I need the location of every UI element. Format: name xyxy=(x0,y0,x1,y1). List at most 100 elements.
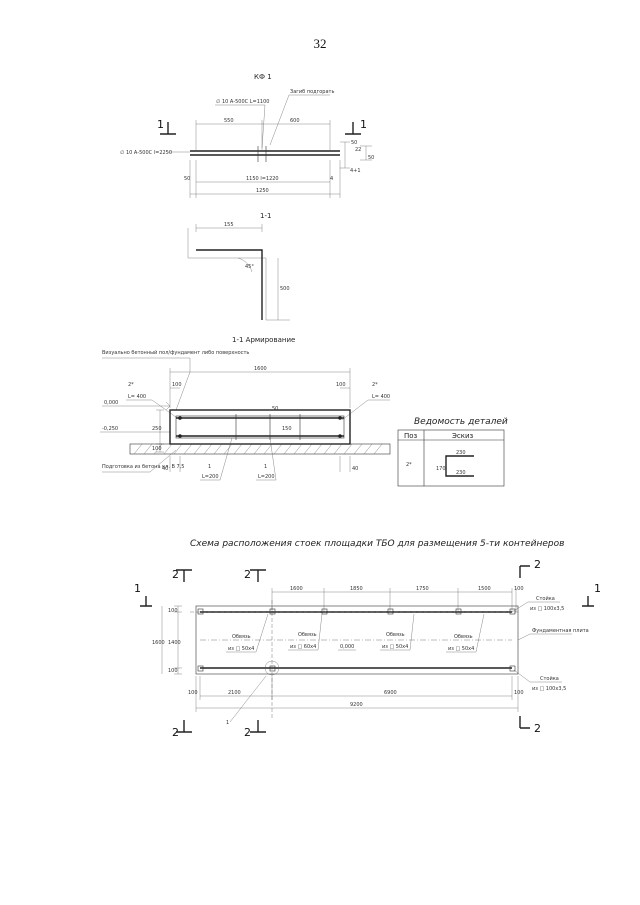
scheme-posts xyxy=(197,608,516,676)
kf-dim-left-a: 50 xyxy=(184,176,190,182)
post xyxy=(321,608,328,615)
reinf-dim-left-edge: 100 xyxy=(172,382,182,388)
post xyxy=(197,608,204,615)
parts-table-header-pos: Поз xyxy=(404,432,418,440)
scheme-dim-bottom-total: 9200 xyxy=(350,702,363,708)
scheme-tie-label-a: Обвязь xyxy=(232,634,251,640)
reinf-lvl-bottom: -0,250 xyxy=(102,426,118,432)
scheme-sec2-bot-b: 2 xyxy=(244,726,251,739)
scheme-tie-label-c: Обвязь xyxy=(386,632,405,638)
scheme-tie-a: из □ 50х4 xyxy=(228,646,254,652)
kf-pos-mark: 4 xyxy=(330,176,333,182)
post xyxy=(509,665,516,672)
reinf-lvl-top: 0,000 xyxy=(104,400,118,406)
scheme-post-bottom-size: из □ 100х3,5 xyxy=(532,686,566,692)
section11-dim-angle: 45° xyxy=(245,264,254,270)
scheme-dim-left-b: 1400 xyxy=(168,640,181,646)
kf-drawing: КФ 1 1 1 ∅ 10 А-500С L=1100 Загиб подгор… xyxy=(120,73,374,198)
reinf-base-note: Подготовка из бетона кл. В 7,5 xyxy=(102,464,184,470)
kf-section-mark-left: 1 xyxy=(157,118,164,131)
scheme-tie-b: из □ 60х4 xyxy=(290,644,316,650)
post xyxy=(509,608,516,615)
kf-dim-right-d: 4+1 xyxy=(350,168,361,174)
reinf-pos-mark-a: 1 xyxy=(208,464,211,470)
post xyxy=(387,608,394,615)
scheme-sec1-left: 1 xyxy=(134,582,141,595)
kf-dim-bottom-total: 1250 xyxy=(256,188,269,194)
reinf-pos-left: 2* xyxy=(128,382,134,388)
scheme-mark-1: 1 xyxy=(226,720,229,726)
post xyxy=(269,608,276,615)
reinf-len-a: L=200 xyxy=(202,474,219,480)
kf-dim-right-c: 50 xyxy=(368,155,374,161)
post xyxy=(455,608,462,615)
scheme-foundation-label: Фундаментная плита xyxy=(532,628,589,634)
section11-dim-side: 500 xyxy=(280,286,290,292)
scheme-dim-left-total: 1600 xyxy=(152,640,165,646)
reinf-concrete-block xyxy=(169,409,351,445)
parts-table-row-pos: 2* xyxy=(406,462,412,468)
kf-bar-left-label: ∅ 10 А-500С l=2250 xyxy=(120,150,172,156)
parts-table-sketch-top: 230 xyxy=(456,450,466,456)
scheme-dim-top-a: 1600 xyxy=(290,586,303,592)
scheme-sec2-bot-a: 2 xyxy=(172,726,179,739)
scheme-dim-bottom-a: 2100 xyxy=(228,690,241,696)
section-1-1: 1-1 155 45° 500 xyxy=(187,212,290,321)
scheme-sec2-top-b: 2 xyxy=(244,568,251,581)
kf-dim-right-a: 50 xyxy=(351,140,357,146)
scheme-dim-top-d: 1500 xyxy=(478,586,491,592)
reinf-dim-total: 1600 xyxy=(254,366,267,372)
reinf-dim-right-edge: 100 xyxy=(336,382,346,388)
scheme-tie-label-d: Обвязь xyxy=(454,634,473,640)
kf-dim-top-left: 550 xyxy=(224,118,234,124)
reinf-len-left: L= 400 xyxy=(128,394,146,400)
reinf-cage xyxy=(175,415,345,439)
scheme-tie-d: из □ 50х4 xyxy=(448,646,474,652)
scheme-dim-left-a: 100 xyxy=(168,608,178,614)
scheme-sec2-bot-c: 2 xyxy=(534,722,541,735)
post xyxy=(269,665,276,672)
scheme-title: Схема расположения стоек площадки ТБО дл… xyxy=(190,539,564,549)
kf-section-mark-right: 1 xyxy=(360,118,367,131)
reinf-pos-right: 2* xyxy=(372,382,378,388)
parts-table-sketch-bottom: 230 xyxy=(456,470,466,476)
scheme-dim-bottom-left: 100 xyxy=(188,690,198,696)
parts-table-title: Ведомость деталей xyxy=(414,417,508,427)
section11-dim-top: 155 xyxy=(224,222,234,228)
scheme-sec2-top-c: 2 xyxy=(534,558,541,571)
kf-dim-bottom-inner: 1150 l=1220 xyxy=(246,176,279,182)
reinf-dim-h2: 100 xyxy=(152,446,162,452)
reinf-dim-mid-a: 50 xyxy=(272,406,278,412)
scheme-dim-left-c: 100 xyxy=(168,668,178,674)
scheme-dim-top-c: 1750 xyxy=(416,586,429,592)
reinf-note: Визуально бетонный пол/фундамент либо по… xyxy=(102,349,249,356)
reinf-pos-mark-b: 1 xyxy=(264,464,267,470)
page-number: 32 xyxy=(313,36,327,51)
parts-table-frame xyxy=(397,429,505,487)
kf-title: КФ 1 xyxy=(254,73,272,81)
scheme-post-top-size: из □ 100х3,5 xyxy=(530,606,564,612)
scheme-sec2-top-a: 2 xyxy=(172,568,179,581)
scheme-dim-top-b: 1850 xyxy=(350,586,363,592)
scheme-level: 0,000 xyxy=(340,644,354,650)
reinf-dim-bot-right: 40 xyxy=(352,466,358,472)
post xyxy=(197,665,204,672)
scheme-post-top: Стойка xyxy=(536,595,555,602)
reinf-len-right: L= 400 xyxy=(372,394,390,400)
kf-weld-label: Загиб подгорать xyxy=(290,89,334,95)
reinf-title: 1-1 Армирование xyxy=(232,336,295,344)
reinf-len-b: L=200 xyxy=(258,474,275,480)
kf-bar-top-label: ∅ 10 А-500С L=1100 xyxy=(216,99,269,105)
reinf-dim-h1: 250 xyxy=(152,426,162,432)
parts-table: Ведомость деталей Поз Эскиз 2* 230 170 2… xyxy=(397,417,508,487)
reinf-base-layer xyxy=(129,443,391,455)
reinforcement-section: 1-1 Армирование Визуально бетонный пол/ф… xyxy=(100,336,391,481)
scheme-tie-label-b: Обвязь xyxy=(298,632,317,638)
kf-dim-right-b: 22 xyxy=(355,147,361,153)
scheme-post-bottom: Стойка xyxy=(540,675,559,682)
scheme-dim-bottom-right: 100 xyxy=(514,690,524,696)
scheme-dim-top-right: 100 xyxy=(514,586,524,592)
reinf-dim-mid-b: 150 xyxy=(282,426,292,432)
layout-scheme: Схема расположения стоек площадки ТБО дл… xyxy=(134,539,601,739)
